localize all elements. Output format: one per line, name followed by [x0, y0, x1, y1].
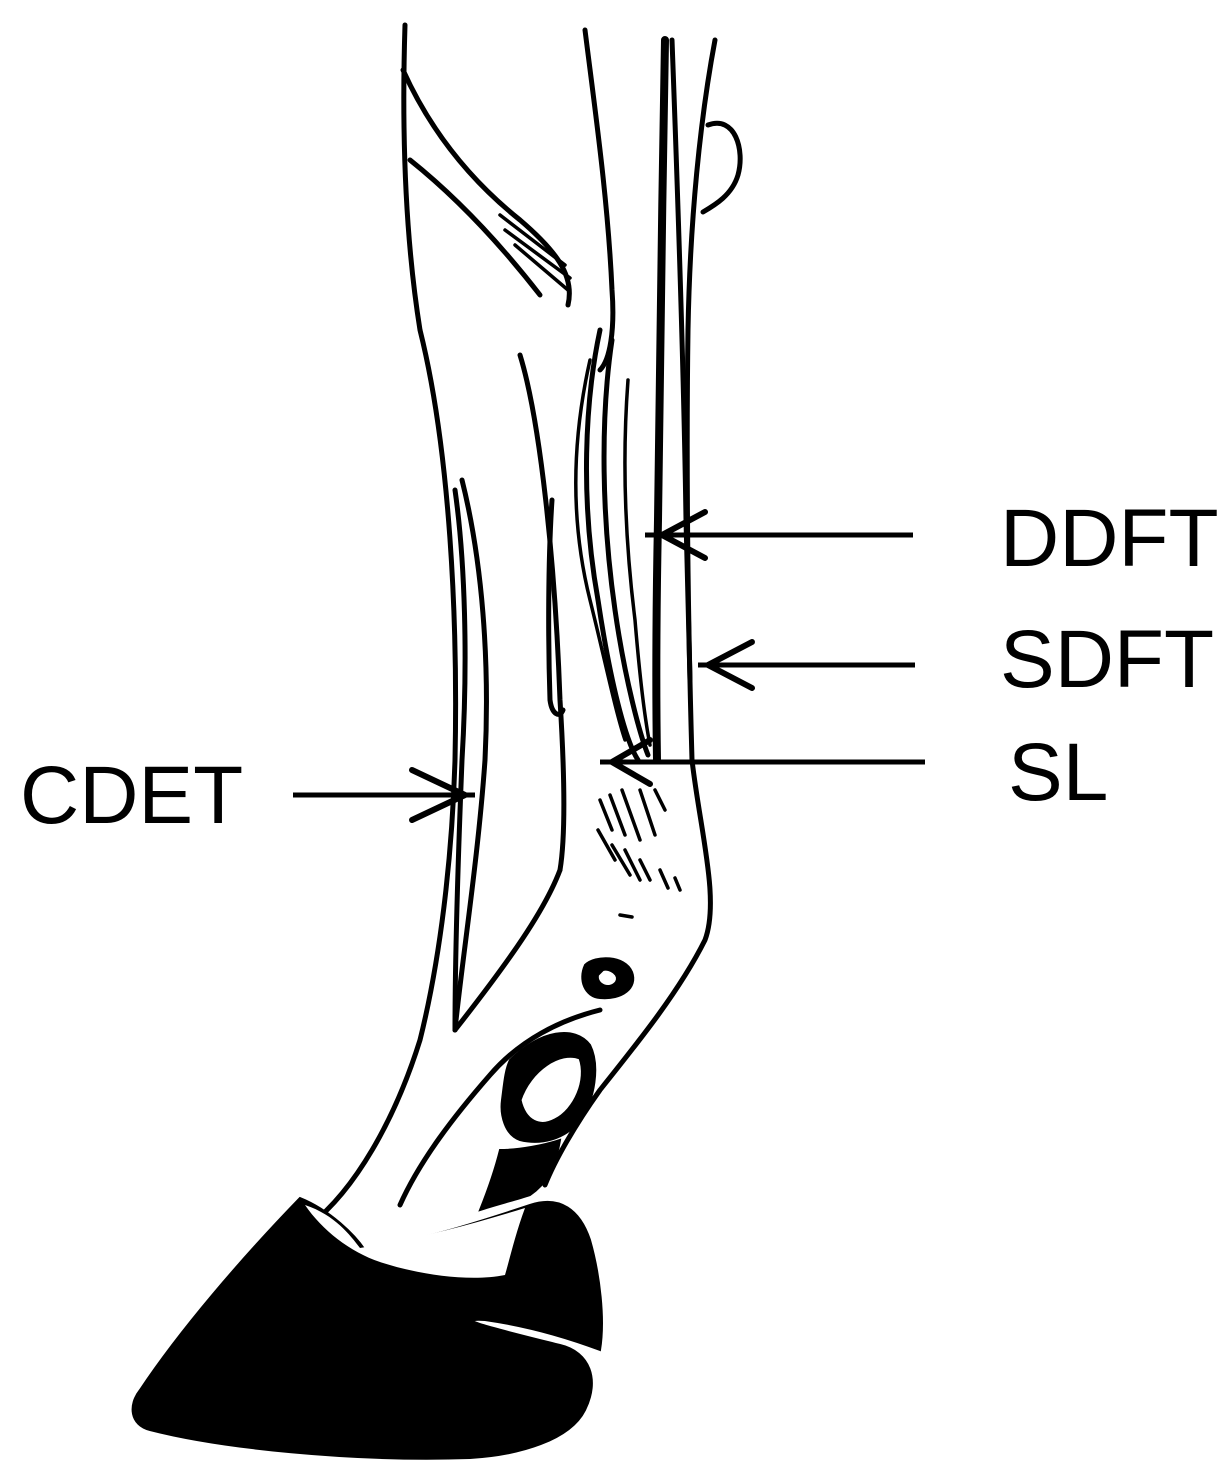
sl-bundle-1	[584, 327, 641, 763]
cdet-arrow	[293, 767, 475, 823]
central-upper-line	[582, 27, 616, 373]
hoof	[131, 1196, 603, 1460]
coronet-band	[305, 1205, 525, 1278]
cdet-tendon-front	[452, 487, 468, 1033]
pastern-inner-curve	[397, 1007, 603, 1208]
tendons	[452, 36, 693, 1033]
sdft-arrow-head	[705, 639, 755, 691]
limb-outline	[307, 22, 743, 1228]
ddft-tendon	[652, 36, 669, 764]
label-cdet: CDET	[20, 750, 243, 841]
metacarpal-palmar-contour	[517, 352, 567, 873]
fetlock-details	[397, 788, 682, 1212]
ddft-arrow	[645, 509, 913, 561]
splint-bone	[546, 497, 566, 717]
ddft-arrow-head	[659, 509, 708, 561]
hoof-wall	[131, 1196, 603, 1460]
accessory-bump	[700, 120, 743, 215]
sl-bundle-3	[574, 358, 627, 742]
fetlock-marks-2	[618, 858, 682, 919]
upper-internal-curve-2	[407, 157, 543, 298]
limb-dorsal-contour	[307, 22, 459, 1228]
cdet-arrow-head	[409, 767, 468, 823]
annotation-arrows	[293, 509, 925, 823]
label-sl: SL	[1008, 727, 1108, 818]
label-ddft: DDFT	[1000, 493, 1219, 584]
hoof-hairline	[528, 1208, 580, 1304]
sl-bundle-2	[601, 337, 651, 758]
sdft-tendon	[669, 37, 693, 683]
sl-arrow	[600, 737, 925, 787]
sdft-arrow	[698, 639, 915, 691]
sl-bundle-4	[623, 378, 652, 747]
upper-striations	[498, 213, 572, 292]
sl-arrow-head	[609, 737, 653, 787]
fetlock-marks-1	[596, 788, 667, 882]
label-sdft: SDFT	[1000, 614, 1214, 705]
cannon-inner-line	[452, 867, 563, 1033]
pastern-shadow	[478, 1138, 562, 1212]
ergot	[581, 957, 635, 1000]
cdet-tendon-back	[452, 477, 489, 1033]
labels: DDFT SDFT SL CDET	[20, 493, 1219, 841]
pastern-highlight	[518, 1054, 584, 1125]
